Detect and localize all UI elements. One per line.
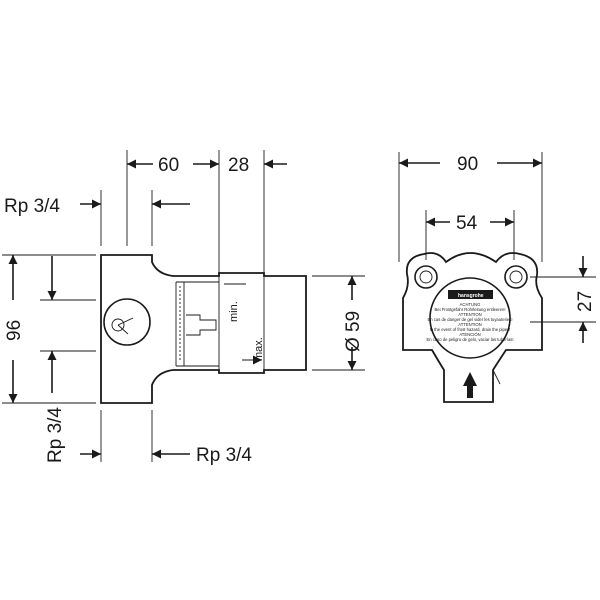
mount-lug-right <box>504 265 528 289</box>
dim-54-label: 54 <box>456 213 478 234</box>
warning-line: Bei Frostgefahr Rohrleitung entleeren! <box>435 307 506 312</box>
flow-arrow-icon <box>463 372 477 398</box>
dim-60-label: 60 <box>158 155 179 176</box>
dim-59-label: Ø 59 <box>343 311 364 352</box>
thread-top-label: Rp 3/4 <box>4 196 60 217</box>
warning-line: ACHTUNG <box>460 302 481 307</box>
warning-line: En caso de peligro de gelo, vaciar las t… <box>426 337 513 342</box>
label-min: min. <box>228 301 240 322</box>
mount-lug-right-inner <box>509 270 523 284</box>
inlet-knob-center <box>111 318 125 332</box>
warning-line: ATENCIÓN <box>459 332 480 337</box>
front-view: hansgrohe ACHTUNG Bei Frostgefahr Rohrle… <box>398 152 596 403</box>
dim-96-label: 96 <box>4 320 25 341</box>
inlet-knob <box>103 298 151 346</box>
side-view: min. max. 60 28 Rp 3/4 96 Rp 3/4 <box>2 150 365 466</box>
thread-left-label: Rp 3/4 <box>45 407 66 463</box>
mount-lug-left-inner <box>419 270 433 284</box>
inlet-knob-tab <box>117 324 129 335</box>
dim-90-label: 90 <box>457 154 478 175</box>
warning-line: In the event of frost hazard, drain the … <box>430 327 511 332</box>
housing-outline <box>402 252 543 403</box>
thread-bottom-label: Rp 3/4 <box>196 445 252 466</box>
stem-detail <box>186 314 217 336</box>
inlet-knob-tab <box>117 317 134 326</box>
outlet-line <box>492 369 501 385</box>
valve-body-outline <box>100 254 307 404</box>
brand-label: hansgrohe <box>458 293 484 299</box>
warning-text: ACHTUNG Bei Frostgefahr Rohrleitung entl… <box>426 302 513 342</box>
brand-badge <box>448 290 493 299</box>
warning-line: En cas de danger de gel vider les tuyaut… <box>428 317 513 322</box>
dim-28-label: 28 <box>228 155 249 176</box>
label-max: max. <box>253 337 265 361</box>
cover-disc <box>429 277 511 359</box>
warning-line: ATTENTION <box>458 312 481 317</box>
warning-line: ATTENTION <box>458 322 481 327</box>
mount-lug-left <box>414 265 438 289</box>
dim-27-label: 27 <box>575 291 596 312</box>
